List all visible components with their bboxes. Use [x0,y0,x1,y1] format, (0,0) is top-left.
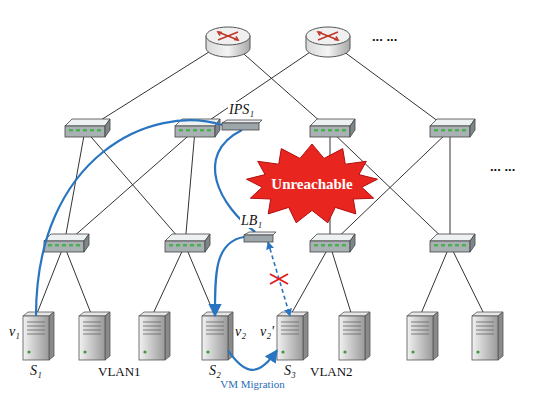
switch-icon [165,234,210,252]
node-label: v₂' [260,324,274,339]
network-link [85,40,228,130]
node-label: S₂ [209,363,221,378]
node-label: S₃ [284,363,296,378]
server-icon [79,312,110,360]
server-icon [339,312,370,360]
server-s1: v₁S₁ [23,316,49,360]
vlan-label: VLAN1 [98,365,141,379]
node-label: IPS₁ [228,102,255,117]
flow-connector [215,237,244,316]
network-link [36,245,64,316]
switch-icon [310,234,355,252]
node-label: LB₁ [240,213,263,228]
network-link [64,130,85,245]
dashed-connector [268,242,290,316]
server-icon [23,312,54,360]
node-label: S₁ [30,363,42,378]
server-icon [277,312,308,360]
node-label: Unreachable [271,176,352,193]
server-s2: v₂S₂ [202,316,228,360]
ips-device: IPS₁ [222,120,262,130]
router-icon [206,27,250,57]
node-label: v₂ [235,324,246,339]
edge-label: VM Migration [220,378,284,390]
server-icon [139,312,170,360]
flow-connector [228,350,277,370]
switch-icon [65,119,110,137]
network-links [36,40,485,316]
network-link [450,130,451,245]
network-link [290,245,330,316]
ellipsis-label: ... ... [490,160,515,174]
switch-icon [310,119,355,137]
switch-icon [430,119,475,137]
network-link [85,130,185,245]
network-link [330,245,352,316]
device-slab [222,120,262,130]
device-slab [244,232,276,242]
network-link [64,130,195,245]
server-icon [202,312,233,360]
flow-connector [36,120,222,316]
switch-icon [44,234,89,252]
blocked-cross [270,274,288,284]
node-label: v₁ [9,324,20,339]
load-balancer: LB₁ [244,232,276,242]
network-link [450,245,485,316]
ellipsis-label: ... ... [372,30,397,44]
vlan-label: VLAN2 [310,365,353,379]
network-link [185,245,215,316]
network-link [420,245,450,316]
server-s3: v₂'S₃ [277,316,303,360]
network-link [152,245,185,316]
network-link [64,245,92,316]
network-link [185,130,195,245]
switch-icon [430,234,475,252]
server-icon [472,312,503,360]
unreachable-burst: Unreachable [246,144,378,224]
server-icon [407,312,438,360]
router-icon [306,27,350,57]
